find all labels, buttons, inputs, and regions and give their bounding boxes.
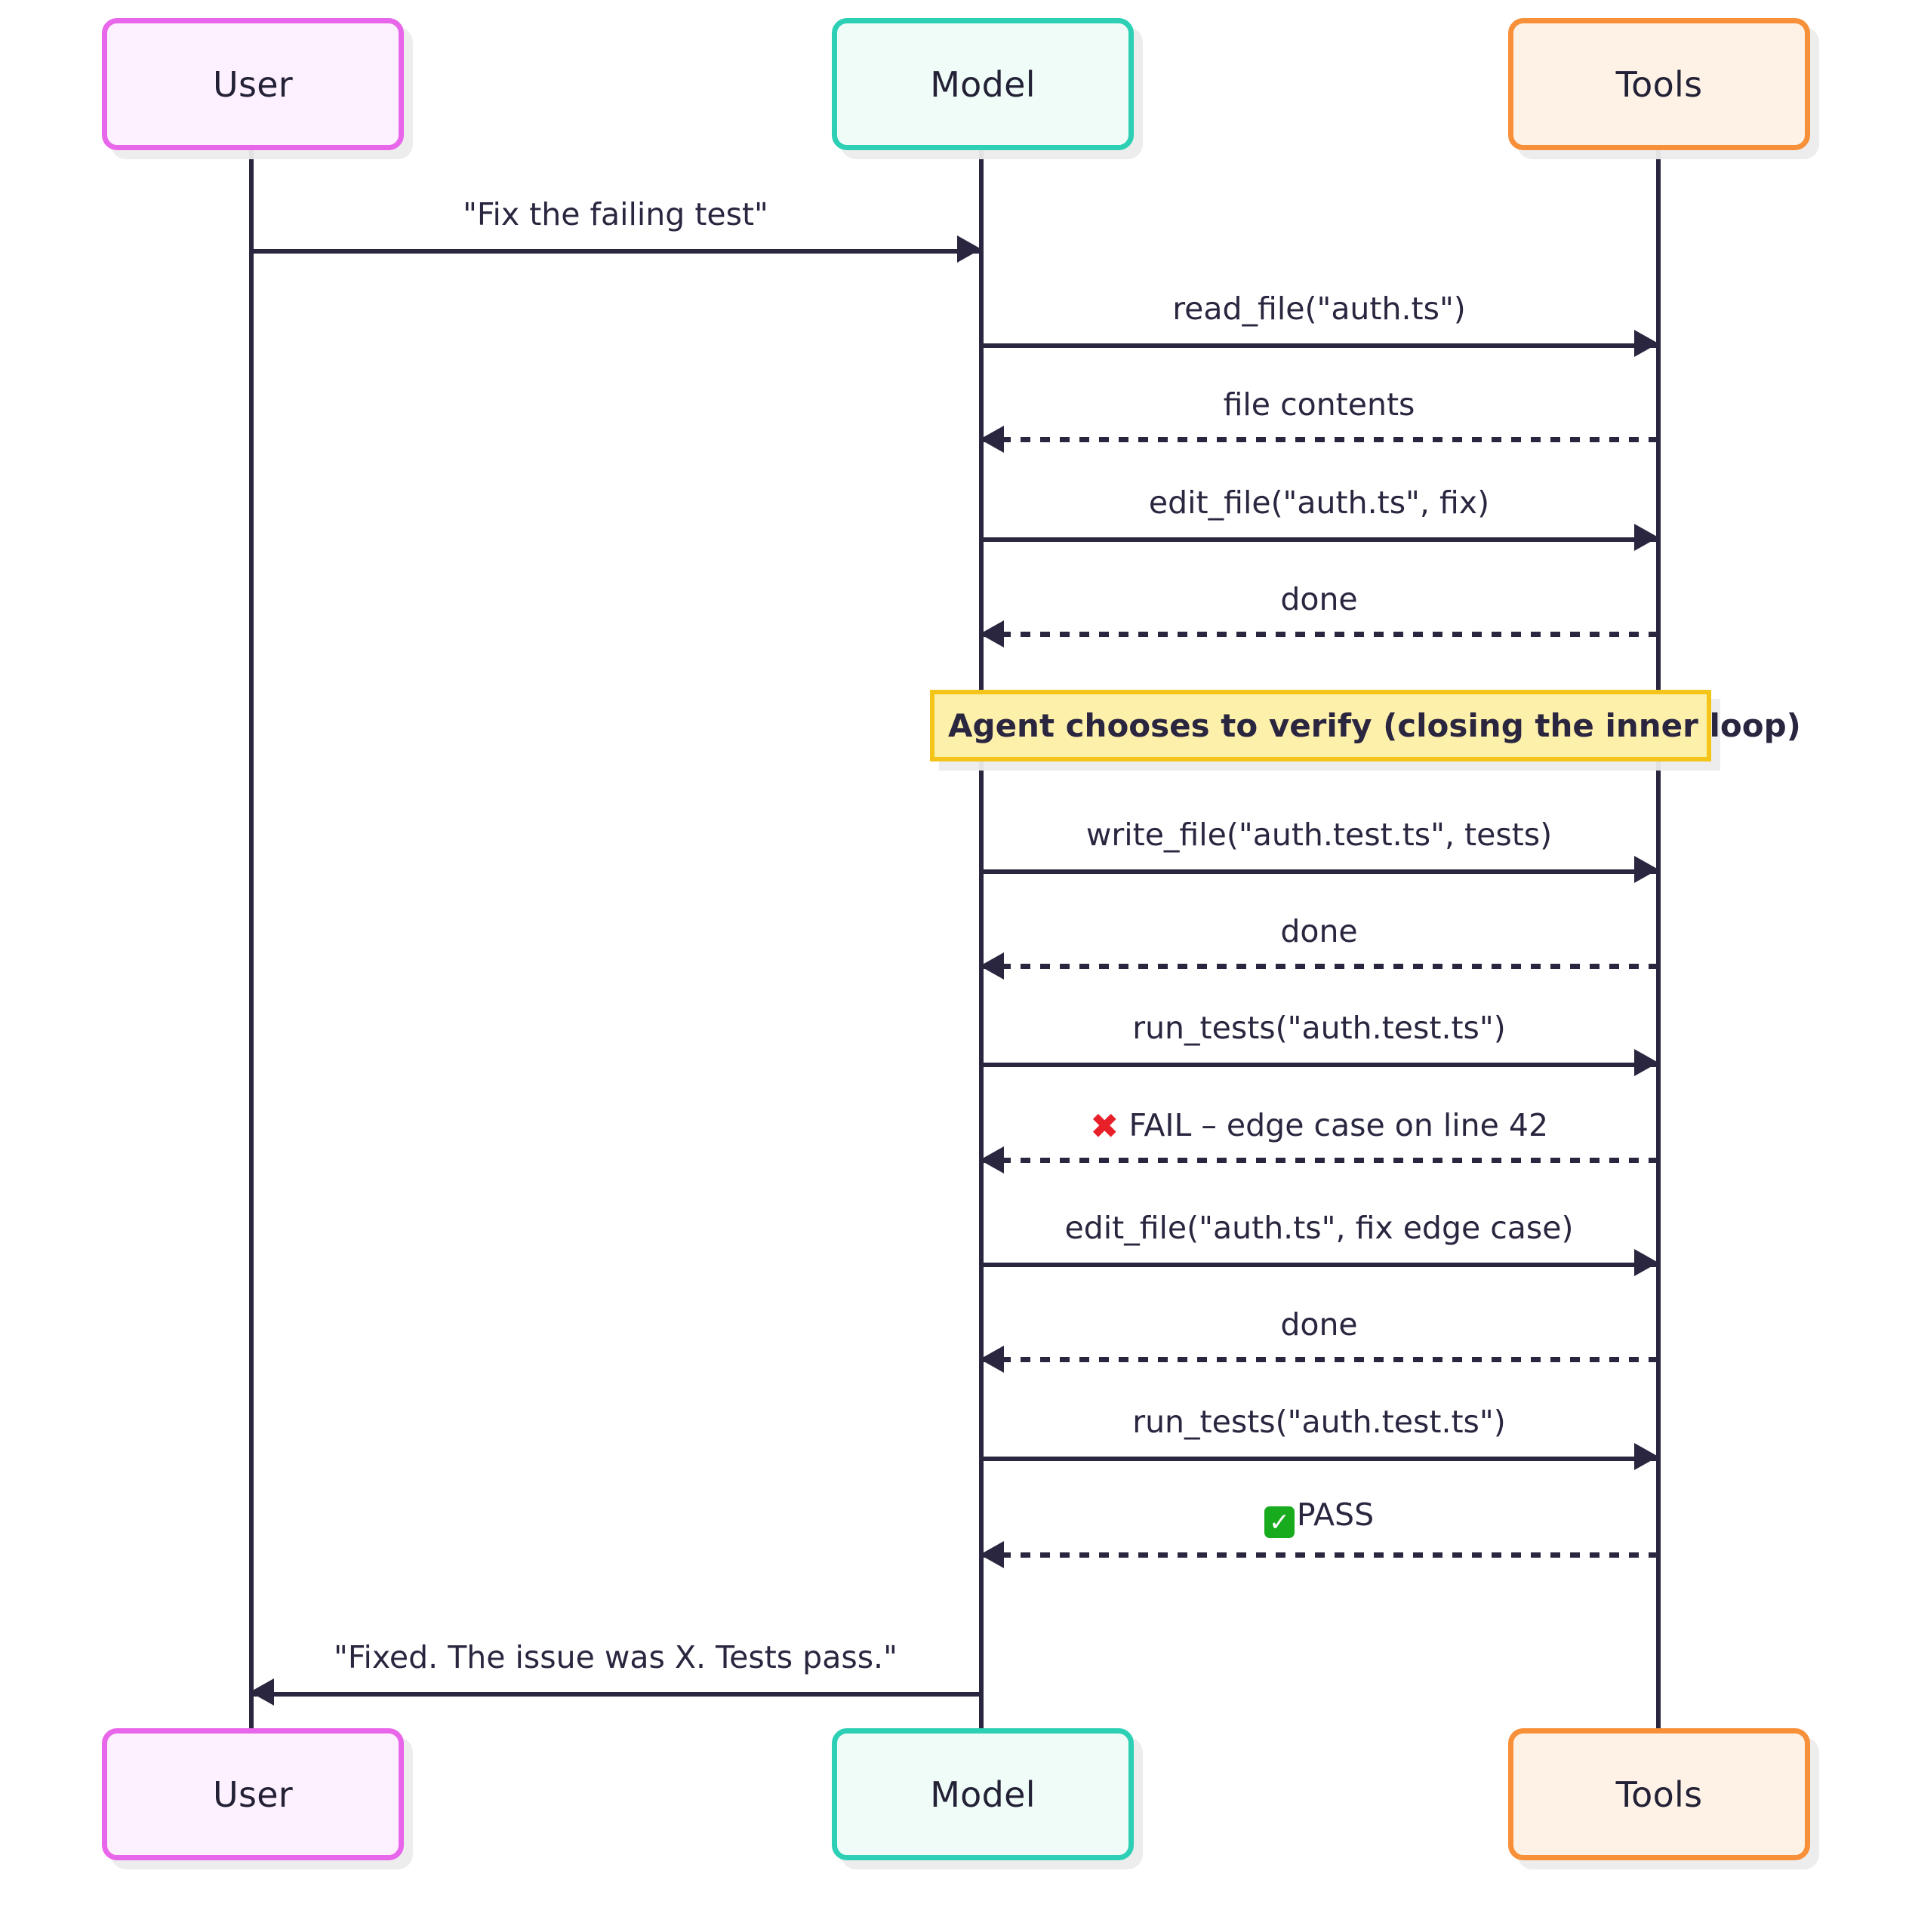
- message-5-line: [981, 632, 1657, 637]
- participant-user-top[interactable]: User: [102, 18, 404, 150]
- message-6-line: [981, 869, 1657, 874]
- message-6-label: write_file("auth.test.ts", tests): [1085, 817, 1553, 853]
- lifeline-tools: [1656, 147, 1661, 1732]
- arrow-left-icon: [980, 1146, 1004, 1174]
- message-7-line: [981, 964, 1657, 969]
- message-9-line: [981, 1158, 1657, 1163]
- message-11-line: [981, 1357, 1657, 1362]
- message-12-label: run_tests("auth.test.ts"): [1132, 1404, 1506, 1440]
- message-11-label: done: [1280, 1306, 1358, 1343]
- message-14-line: [251, 1692, 980, 1697]
- message-4-line: [981, 537, 1657, 542]
- message-4-label: edit_file("auth.ts", fix): [1148, 485, 1490, 521]
- arrow-right-icon: [1634, 1249, 1658, 1276]
- arrow-right-icon: [1634, 524, 1658, 551]
- participant-tools-bottom[interactable]: Tools: [1508, 1728, 1810, 1860]
- message-13-text: PASS: [1296, 1497, 1375, 1533]
- arrow-right-icon: [1634, 1049, 1658, 1076]
- arrow-right-icon: [957, 235, 981, 263]
- message-12-line: [981, 1457, 1657, 1461]
- participant-label-tools-bottom: Tools: [1615, 1774, 1703, 1815]
- message-10-label: edit_file("auth.ts", fix edge case): [1064, 1210, 1574, 1246]
- participant-label-model-bottom: Model: [930, 1774, 1036, 1815]
- arrow-left-icon: [980, 620, 1004, 648]
- message-1-label: "Fix the failing test": [463, 196, 768, 232]
- arrow-left-icon: [980, 952, 1004, 980]
- participant-tools-top[interactable]: Tools: [1508, 18, 1810, 150]
- message-14-label: "Fixed. The issue was X. Tests pass.": [334, 1639, 898, 1675]
- participant-label-model-top: Model: [930, 63, 1036, 105]
- message-13-label: ✓PASS: [981, 1497, 1657, 1538]
- message-8-line: [981, 1063, 1657, 1067]
- note-text: Agent chooses to verify (closing the inn…: [948, 707, 1801, 744]
- arrow-left-icon: [250, 1678, 274, 1706]
- arrow-left-icon: [980, 426, 1004, 453]
- message-9-label: ✖ FAIL – edge case on line 42: [981, 1107, 1657, 1143]
- message-7-label: done: [1280, 913, 1358, 949]
- arrow-right-icon: [1634, 330, 1658, 357]
- message-2-label: read_file("auth.ts"): [1172, 291, 1466, 327]
- message-3-label: file contents: [1223, 386, 1415, 423]
- participant-model-top[interactable]: Model: [832, 18, 1134, 150]
- participant-label-user-bottom: User: [212, 1774, 294, 1815]
- participant-label-tools-top: Tools: [1615, 63, 1703, 105]
- message-13-line: [981, 1552, 1657, 1558]
- message-3-line: [981, 437, 1657, 442]
- message-10-line: [981, 1263, 1657, 1267]
- participant-user-bottom[interactable]: User: [102, 1728, 404, 1860]
- message-2-line: [981, 343, 1657, 348]
- note-agent-verify: Agent chooses to verify (closing the inn…: [930, 690, 1801, 761]
- participant-label-user-top: User: [212, 63, 294, 105]
- participant-model-bottom[interactable]: Model: [832, 1728, 1134, 1860]
- message-8-label: run_tests("auth.test.ts"): [1132, 1010, 1506, 1046]
- arrow-left-icon: [980, 1541, 1004, 1568]
- message-9-text: FAIL – edge case on line 42: [1128, 1107, 1549, 1143]
- lifeline-model: [979, 147, 984, 1732]
- lifeline-user: [249, 147, 254, 1732]
- arrow-left-icon: [980, 1346, 1004, 1373]
- check-mark-button-icon: ✓: [1264, 1506, 1295, 1538]
- arrow-right-icon: [1634, 856, 1658, 883]
- message-5-label: done: [1280, 581, 1358, 617]
- message-1-line: [251, 249, 980, 254]
- arrow-right-icon: [1634, 1443, 1658, 1470]
- cross-mark-icon: ✖: [1089, 1106, 1119, 1146]
